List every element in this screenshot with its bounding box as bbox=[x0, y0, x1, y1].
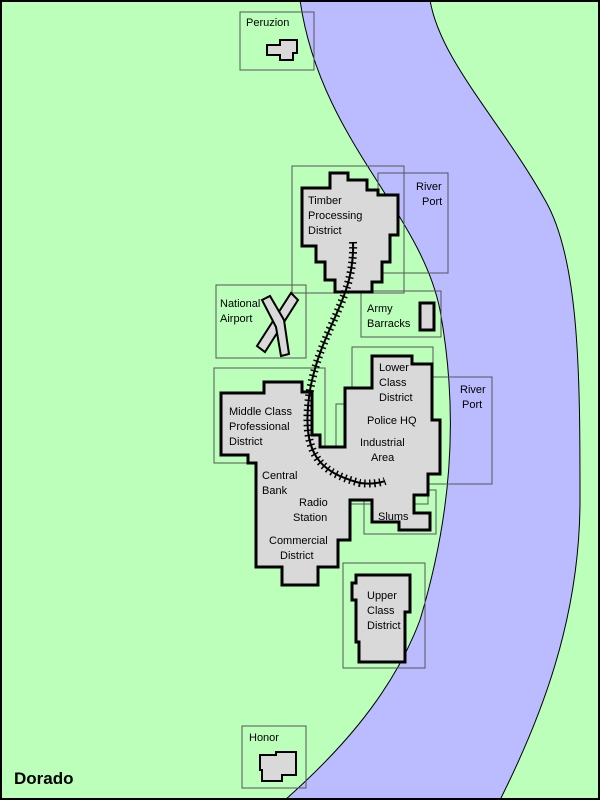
army-barracks-building bbox=[418, 301, 436, 332]
industrial-label: Industrial Area bbox=[360, 437, 408, 464]
commercial-label: Commercial District bbox=[269, 535, 331, 562]
peruzion-box bbox=[239, 11, 315, 71]
middle-class-label: Middle Class Professional District bbox=[229, 406, 295, 448]
river-port-south-label: River Port bbox=[460, 384, 489, 411]
police-hq-label: Police HQ bbox=[367, 415, 417, 427]
honor-box bbox=[241, 725, 307, 789]
map-title: Dorado bbox=[14, 769, 74, 788]
river bbox=[284, 0, 581, 800]
central-bank-label: Central Bank bbox=[262, 470, 301, 497]
army-box bbox=[360, 290, 442, 338]
radio-station-label: Radio Station bbox=[293, 497, 331, 524]
airport-runway-b bbox=[260, 294, 291, 358]
railway-ties bbox=[303, 241, 387, 488]
upper-class-building bbox=[350, 573, 412, 664]
river-port-north-label: River Port bbox=[416, 181, 445, 208]
honor-building bbox=[259, 751, 297, 782]
timber-district-building bbox=[300, 171, 400, 294]
airport-box bbox=[215, 284, 307, 359]
army-label: Army Barracks bbox=[367, 303, 411, 330]
lower-class-label: Lower Class District bbox=[379, 362, 413, 404]
airport-label: National Airport bbox=[220, 298, 263, 325]
peruzion-label: Peruzion bbox=[246, 17, 289, 29]
upper-class-label: Upper Class District bbox=[367, 590, 401, 632]
honor-label: Honor bbox=[249, 732, 279, 744]
peruzion-building bbox=[266, 39, 298, 61]
timber-label: Timber Processing District bbox=[308, 195, 365, 237]
upper-class-box bbox=[342, 562, 426, 669]
slums-label: Slums bbox=[378, 511, 409, 523]
